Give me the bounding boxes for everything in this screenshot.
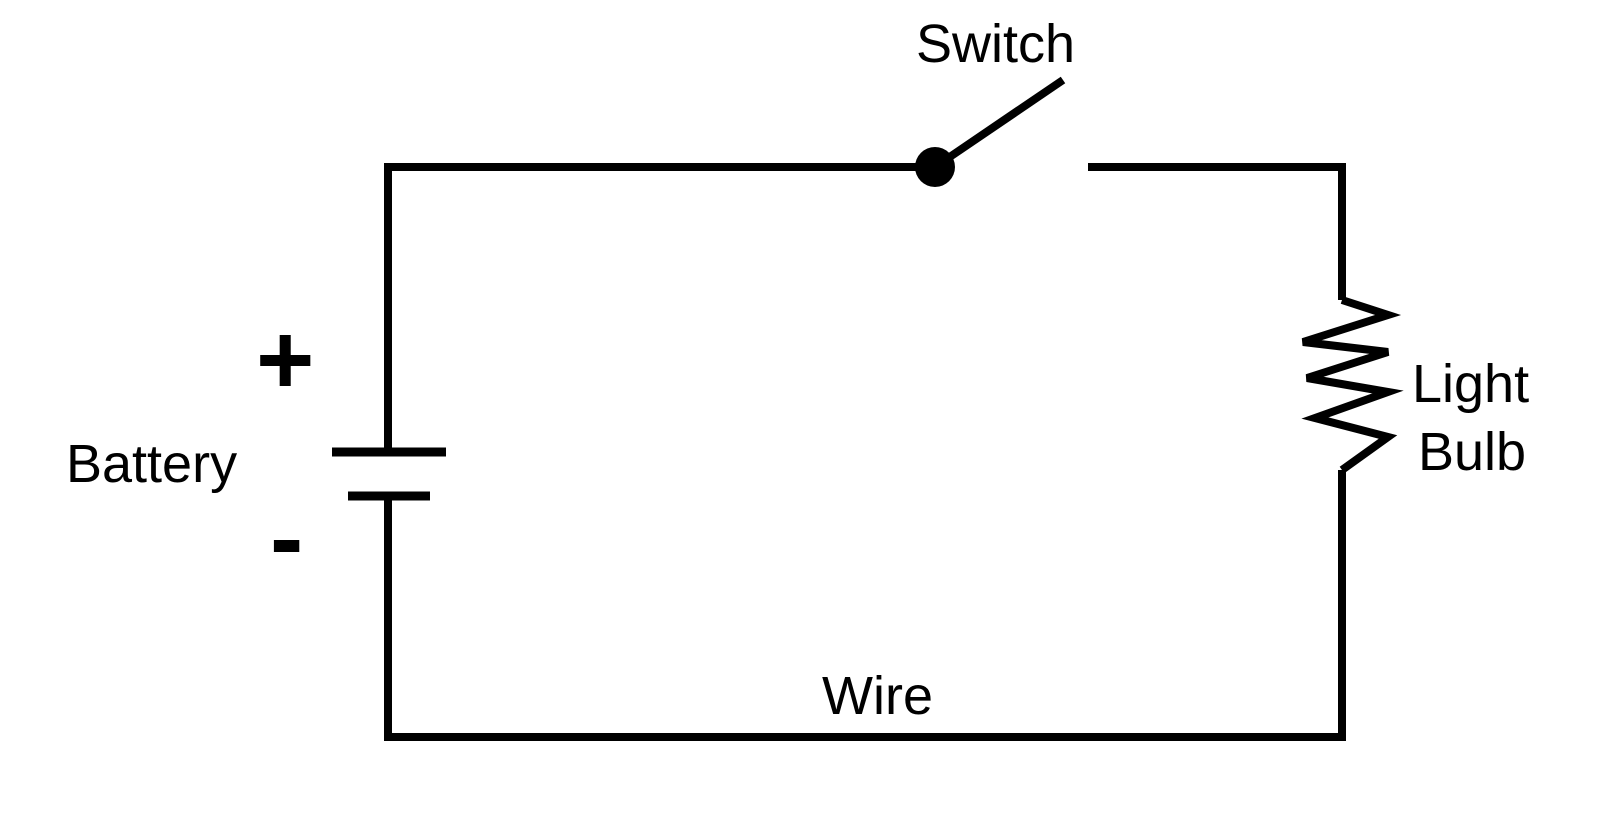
light-label: Light	[1412, 354, 1529, 414]
battery-label: Battery	[66, 434, 237, 494]
wire-top-right	[1088, 163, 1346, 300]
light-bulb-resistor	[1301, 296, 1404, 474]
battery-minus-sign: -	[270, 482, 303, 594]
wire-left-bottom	[384, 470, 1346, 741]
wire-label: Wire	[822, 666, 933, 726]
switch-blade	[932, 76, 1066, 171]
switch-label: Switch	[916, 14, 1075, 74]
bulb-label: Bulb	[1418, 422, 1526, 482]
battery-plus-sign: +	[256, 304, 314, 416]
wire-top-left	[384, 163, 935, 452]
